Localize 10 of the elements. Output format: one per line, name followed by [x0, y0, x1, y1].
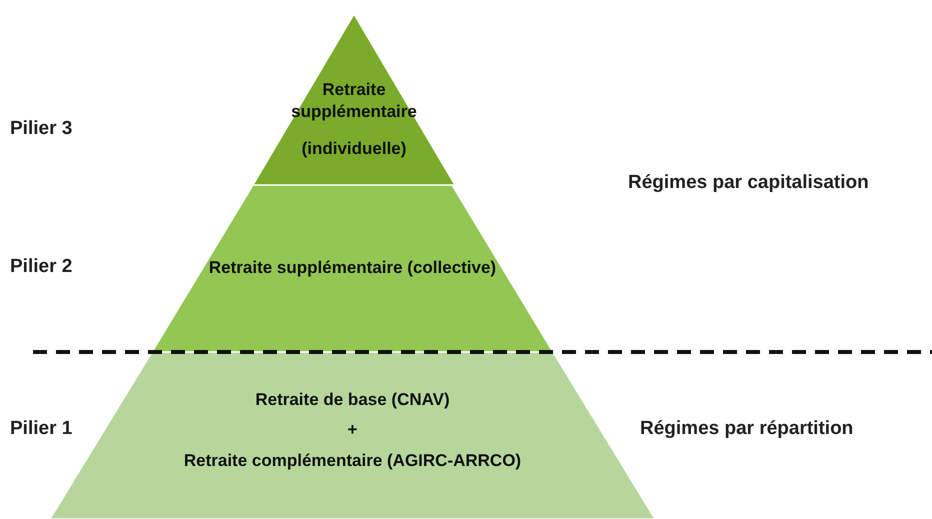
tier-text: + [348, 419, 358, 442]
tier-text: Retraite supplémentaire (collective) [208, 257, 496, 280]
pillar-label: Pilier 1 [10, 418, 72, 440]
pillar-label: Pilier 2 [10, 256, 72, 278]
regime-label: Régimes par répartition [640, 418, 854, 440]
tier-text: (individuelle) [302, 138, 406, 160]
tier-text: Retraite de base (CNAV) [255, 389, 450, 412]
tier-text: Retraite complémentaire (AGIRC-ARRCO) [184, 450, 522, 472]
regime-label: Régimes par capitalisation [628, 172, 869, 194]
pillar-label: Pilier 3 [10, 118, 72, 140]
